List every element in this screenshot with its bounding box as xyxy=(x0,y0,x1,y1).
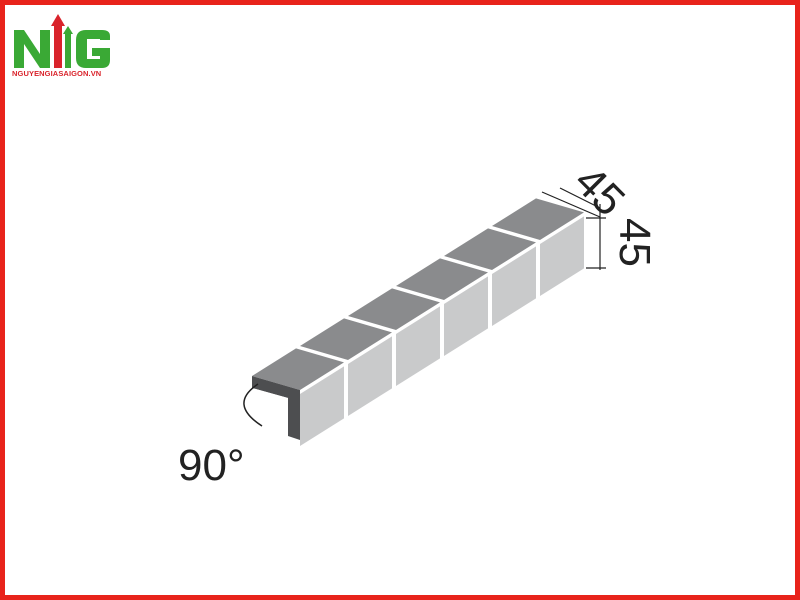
tile-front-face xyxy=(444,276,488,356)
end-face xyxy=(252,376,300,440)
tile-front-face xyxy=(300,366,344,446)
tile-front-face xyxy=(348,336,392,416)
angle-arc xyxy=(243,383,263,427)
tile-front-face xyxy=(540,216,584,296)
brand-website: NGUYENGIASAIGON.VN xyxy=(12,69,102,78)
tile-top-face xyxy=(348,288,440,330)
tile-top-face xyxy=(492,198,584,240)
tile-front-face xyxy=(492,246,536,326)
tile-top-face xyxy=(444,228,536,270)
tile-front-face xyxy=(396,306,440,386)
tile-top-face xyxy=(252,348,344,390)
dimension-side-label: 45 xyxy=(610,218,659,267)
dimension-lines xyxy=(541,187,606,270)
tile-strip xyxy=(252,198,584,446)
angle-label: 90° xyxy=(178,441,245,490)
tile-top-face xyxy=(396,258,488,300)
tile-top-face xyxy=(300,318,392,360)
brand-logo xyxy=(14,14,110,68)
